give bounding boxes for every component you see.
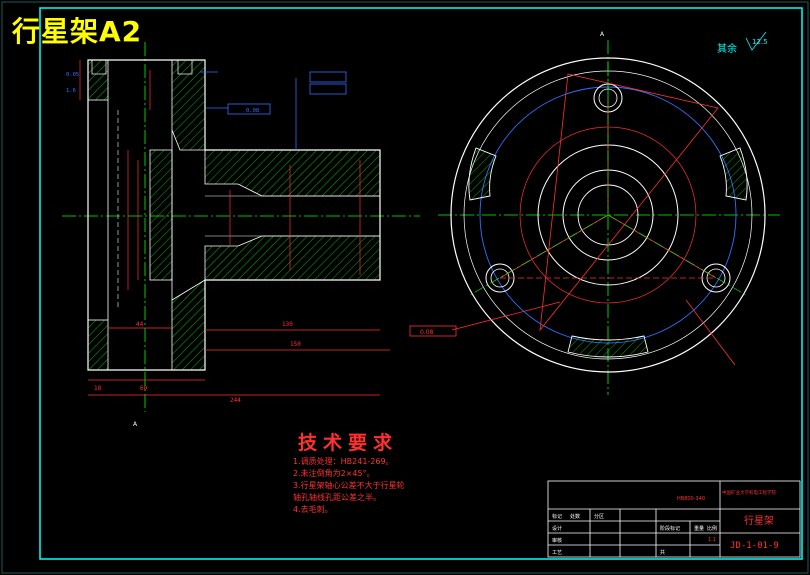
tb-label-ratio: 比例 <box>707 525 717 532</box>
tb-label-weight: 重量 <box>694 525 704 532</box>
radial-lines <box>469 60 747 296</box>
hatch-inner-web <box>149 149 173 281</box>
drawing-number: JD-1-01-9 <box>730 541 779 551</box>
title-block-scale: 1:1 <box>708 537 716 543</box>
tb-label-total: 共 <box>660 549 665 556</box>
requirement-item: 2.未注倒角为2×45°。 <box>293 469 375 478</box>
tb-label-review: 审核 <box>552 537 562 544</box>
tol-text-gap: 0.05 <box>66 72 79 78</box>
hatch-flange-bottom <box>87 319 109 371</box>
dim-text-60: 60 <box>140 385 148 392</box>
tb-label-zone: 分区 <box>594 513 604 520</box>
tb-label-process: 工艺 <box>552 550 562 556</box>
requirement-item: 轴孔轴线孔距公差之半。 <box>293 493 381 502</box>
dim-text-244: 244 <box>230 397 241 404</box>
dim-text-150: 150 <box>290 341 301 348</box>
red-construction <box>451 73 736 366</box>
outer-rim-circle <box>450 57 766 373</box>
tb-label-count: 处数 <box>570 513 580 520</box>
dimension-lines <box>79 60 390 396</box>
title-block-material: HB800-340 <box>677 496 705 502</box>
surface-roughness-value: 12.5 <box>752 38 768 46</box>
tol-text-step: 1.6 <box>66 88 76 94</box>
requirements-title: 技术要求 <box>298 432 399 454</box>
hatch-shaft-top <box>204 149 381 197</box>
dim-text-18: 18 <box>94 385 102 392</box>
hatch-hub-top <box>171 59 206 151</box>
hatch-shaft-bottom <box>204 235 381 281</box>
end-view: 其余 12.5 A 0.08 <box>409 31 780 395</box>
section-marker-top: A <box>600 31 605 38</box>
title-block <box>547 480 801 558</box>
section-view: 130 150 18 60 244 44 0.08 0.05 1.6 A <box>62 42 420 428</box>
bolt-hole-top-left <box>91 59 107 75</box>
surface-note-label: 其余 <box>717 42 737 55</box>
runout-callout-frame <box>409 325 457 337</box>
roughness-symbol <box>745 31 767 51</box>
tolerance-frames <box>200 71 347 150</box>
runout-callout-text: 0.08 <box>420 329 434 336</box>
hatch-hub-bottom <box>171 279 206 371</box>
requirement-item: 4.去毛刺。 <box>293 505 333 514</box>
tb-label-mark: 标记 <box>552 513 562 520</box>
tb-label-design: 设计 <box>552 525 562 532</box>
sheet-border <box>39 7 803 560</box>
requirement-item: 1.调质处理：HB241-269。 <box>293 457 394 466</box>
dim-text-44: 44 <box>136 321 144 328</box>
tb-label-stage: 阶段标记 <box>660 525 680 532</box>
tol-text-0-08: 0.08 <box>246 108 259 114</box>
part-name: 行星架 <box>744 514 774 527</box>
arc-slots <box>468 147 748 358</box>
hatch-flange-top <box>87 59 109 101</box>
bolt-hole-top-right <box>177 59 193 75</box>
flange-outline <box>87 59 381 371</box>
title-block-school: 中国矿业大学机电工程学院 <box>722 489 776 496</box>
requirements-list: 1.调质处理：HB241-269。 2.未注倒角为2×45°。 3.行星架轴心公… <box>293 456 405 516</box>
requirement-item: 3.行星架轴心公差不大于行星轮 <box>293 481 405 490</box>
section-marker-bottom: A <box>133 421 138 428</box>
sheet-title: 行星架A2 <box>12 15 143 48</box>
dim-text-130: 130 <box>282 321 293 328</box>
